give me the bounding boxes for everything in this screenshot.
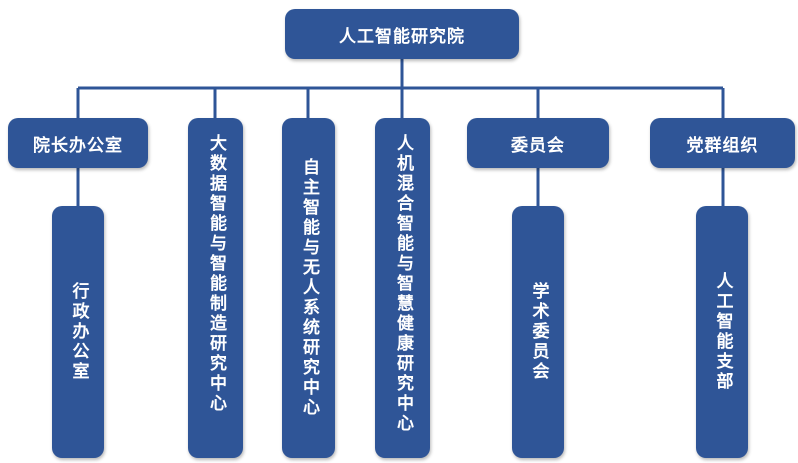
- root-node-label: 人工智能研究院: [339, 26, 465, 47]
- dept-party-org-label: 党群组织: [686, 135, 759, 156]
- dept-human-machine-center: 人机混合智能与智慧健康研究中心: [375, 118, 430, 458]
- dept-autonomous-center-label: 自主智能与无人系统研究中心: [299, 158, 319, 418]
- child-admin-office: 行政办公室: [52, 206, 104, 458]
- child-ai-branch-label: 人工智能支部: [712, 272, 733, 392]
- dept-big-data-center-label: 大数据智能与智能制造研究中心: [206, 134, 226, 414]
- dept-autonomous-center: 自主智能与无人系统研究中心: [282, 118, 335, 458]
- dept-president-office: 院长办公室: [8, 118, 148, 168]
- child-academic-committee: 学术委员会: [512, 206, 564, 458]
- dept-committee: 委员会: [467, 118, 609, 168]
- dept-committee-label: 委员会: [511, 135, 565, 156]
- dept-party-org: 党群组织: [650, 118, 795, 168]
- child-academic-committee-label: 学术委员会: [528, 282, 549, 382]
- child-ai-branch: 人工智能支部: [696, 206, 748, 458]
- dept-big-data-center: 大数据智能与智能制造研究中心: [188, 118, 243, 458]
- dept-president-office-label: 院长办公室: [33, 135, 123, 156]
- dept-human-machine-center-label: 人机混合智能与智慧健康研究中心: [393, 134, 413, 434]
- root-node: 人工智能研究院: [285, 9, 519, 59]
- child-admin-office-label: 行政办公室: [68, 282, 89, 382]
